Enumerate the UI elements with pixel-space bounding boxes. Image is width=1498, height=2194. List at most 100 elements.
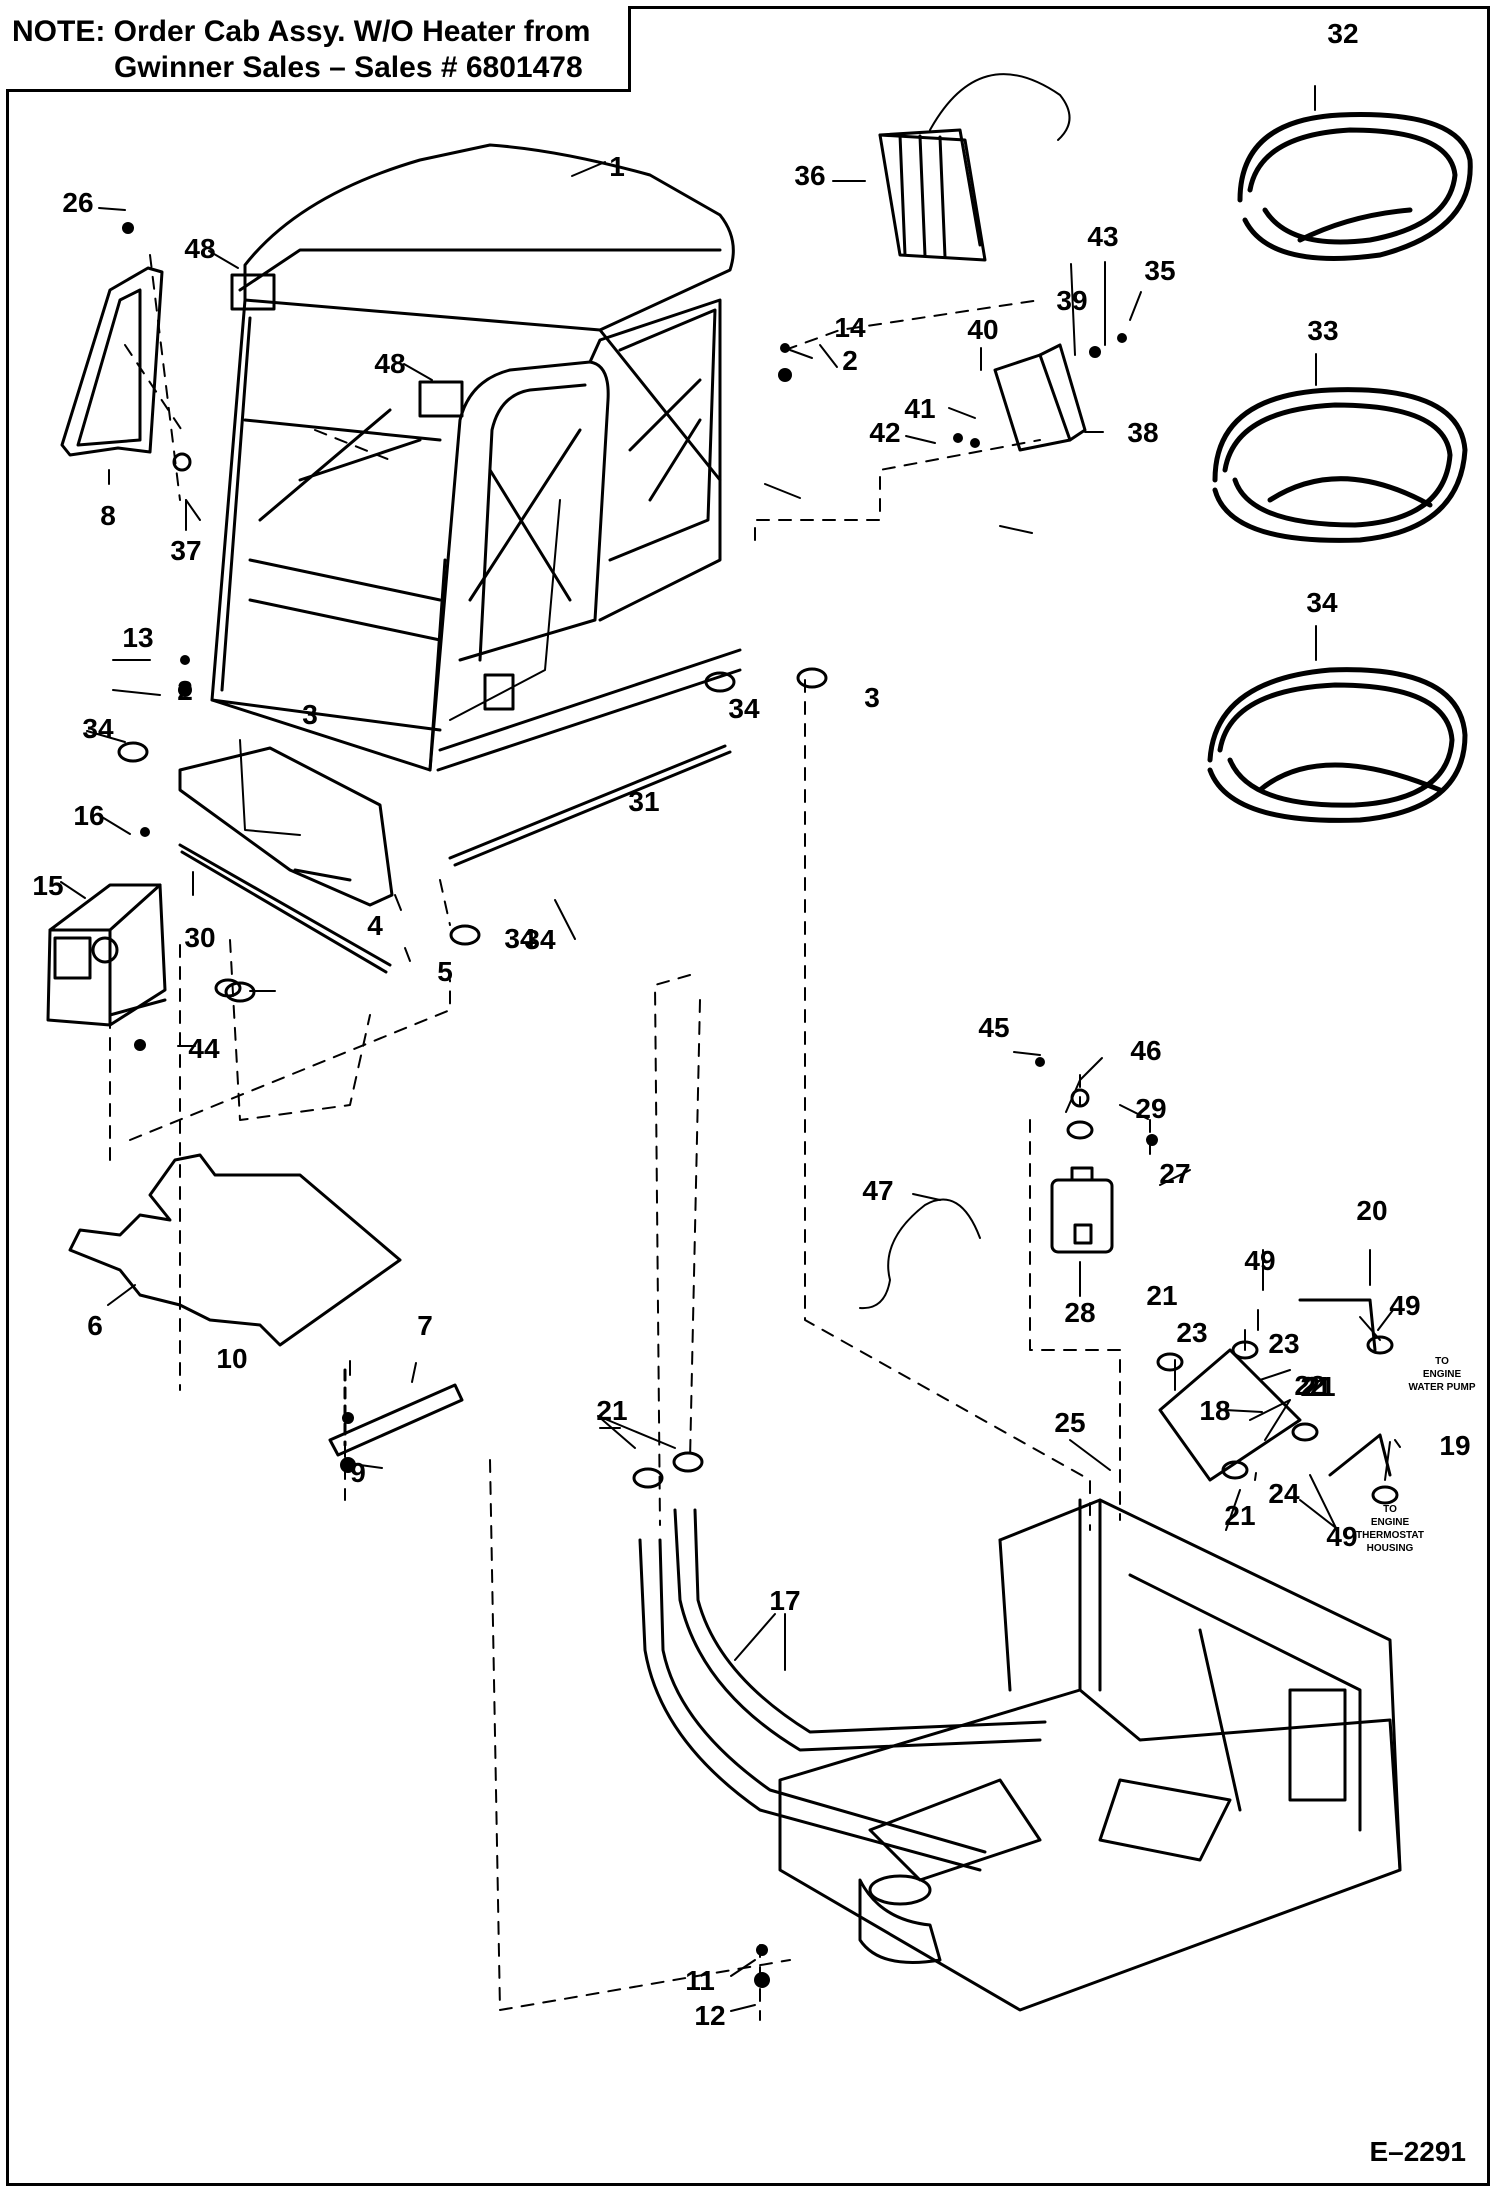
callout-25: 25 [1054, 1407, 1085, 1438]
part-7-bracket [328, 1368, 464, 1457]
callout-3: 3 [864, 682, 880, 713]
callout-11: 11 [685, 1965, 715, 1996]
callout-30: 30 [184, 922, 215, 953]
grommets [117, 452, 1399, 1505]
callout-21: 21 [596, 1395, 627, 1426]
note-thermostat-line-3: THERMOSTAT [1356, 1530, 1424, 1541]
part-47-sensor-cable [859, 1198, 981, 1310]
callout-41: 41 [904, 393, 935, 424]
callout-48: 48 [184, 233, 215, 264]
part-38-plate [993, 343, 1087, 452]
callout-34: 34 [524, 924, 556, 955]
callout-28: 28 [1064, 1297, 1095, 1328]
part-6-floor-mat [68, 1153, 402, 1347]
callout-38: 38 [1127, 417, 1158, 448]
callout-34: 34 [728, 693, 760, 724]
note-water-pump-line-3: WATER PUMP [1408, 1382, 1475, 1393]
callout-34: 34 [504, 923, 536, 954]
callout-44: 44 [188, 1033, 220, 1064]
callout-22: 22 [1294, 1370, 1325, 1401]
callout-43: 43 [1087, 221, 1118, 252]
callout-29: 29 [1135, 1093, 1166, 1124]
callout-7: 7 [417, 1310, 433, 1341]
note-line-2: Gwinner Sales – Sales # 6801478 [114, 51, 583, 84]
callout-21: 21 [1224, 1500, 1255, 1531]
callout-16: 16 [73, 800, 104, 831]
callout-36: 36 [794, 160, 825, 191]
callout-42: 42 [869, 417, 900, 448]
part-4-bracket [178, 746, 394, 907]
part-8-window-frame [60, 266, 164, 457]
callout-49: 49 [1244, 1245, 1275, 1276]
callout-14: 14 [834, 312, 866, 343]
hose-32 [1212, 387, 1468, 543]
machine-base [778, 1498, 1402, 2012]
cab-assembly [210, 143, 742, 836]
callout-19: 19 [1439, 1430, 1470, 1461]
callout-3: 3 [302, 699, 318, 730]
callout-23: 23 [1268, 1328, 1299, 1359]
part-30-seal [448, 744, 732, 867]
callout-35: 35 [1144, 255, 1175, 286]
callout-40: 40 [967, 314, 998, 345]
callout-39: 39 [1056, 285, 1087, 316]
part-15-box [46, 883, 167, 1027]
callout-34: 34 [1306, 587, 1338, 618]
callout-10: 10 [216, 1343, 247, 1374]
callout-17: 17 [769, 1585, 800, 1616]
note-engine-water-pump: TO ENGINE WATER PUMP [1408, 1356, 1475, 1393]
callout-1: 1 [609, 151, 625, 182]
note-water-pump-line-2: ENGINE [1423, 1369, 1462, 1380]
part-17-heater-hoses [638, 1508, 1047, 1872]
callout-32: 32 [1327, 18, 1358, 49]
hose-31 [1237, 112, 1473, 261]
leader-lines [60, 85, 1401, 2012]
callout-49: 49 [1326, 1521, 1357, 1552]
callout-49: 49 [1389, 1290, 1420, 1321]
callout-18: 18 [1199, 1395, 1230, 1426]
callout-9: 9 [350, 1457, 366, 1488]
callout-2: 2 [177, 675, 193, 706]
part-27-reservoir [1050, 1166, 1114, 1254]
note-thermostat-line-2: ENGINE [1371, 1517, 1410, 1528]
callout-2: 2 [842, 345, 858, 376]
callout-21: 21 [1146, 1280, 1177, 1311]
note-thermostat-line-1: TO [1383, 1504, 1397, 1515]
callout-15: 15 [32, 870, 63, 901]
note-thermostat-line-4: HOUSING [1367, 1543, 1414, 1554]
callout-33: 33 [1307, 315, 1338, 346]
callout-6: 6 [87, 1310, 103, 1341]
callout-20: 20 [1356, 1195, 1387, 1226]
callout-47: 47 [862, 1175, 893, 1206]
note-engine-thermostat: TO ENGINE THERMOSTAT HOUSING [1356, 1504, 1424, 1554]
callout-48: 48 [374, 348, 405, 379]
order-note-box: NOTE: Order Cab Assy. W/O Heater from Gw… [6, 6, 631, 92]
note-line-1: NOTE: Order Cab Assy. W/O Heater from [12, 15, 591, 48]
callout-21: 21 [1300, 1371, 1331, 1402]
note-water-pump-line-1: TO [1435, 1356, 1449, 1367]
callout-13: 13 [122, 622, 153, 653]
hose-33 [1207, 667, 1468, 823]
part-29-strip [178, 843, 392, 974]
callout-12: 12 [694, 2000, 725, 2031]
callout-34: 34 [82, 713, 114, 744]
fasteners [122, 222, 1158, 1988]
part-36-heater-core [878, 73, 1071, 262]
callout-5: 5 [437, 956, 453, 987]
callout-4: 4 [367, 910, 383, 941]
callout-21: 21 [1304, 1371, 1335, 1402]
callout-37: 37 [170, 535, 201, 566]
callout-26: 26 [62, 187, 93, 218]
callout-31: 31 [628, 786, 659, 817]
drawing-code: E–2291 [1369, 2136, 1466, 2167]
callout-45: 45 [978, 1012, 1009, 1043]
diagram-frame [6, 6, 1490, 2186]
callout-46: 46 [1130, 1035, 1161, 1066]
callout-27: 27 [1159, 1158, 1190, 1189]
callout-8: 8 [100, 500, 116, 531]
callout-24: 24 [1268, 1478, 1300, 1509]
callout-23: 23 [1176, 1317, 1207, 1348]
connection-lines [109, 254, 1151, 2021]
